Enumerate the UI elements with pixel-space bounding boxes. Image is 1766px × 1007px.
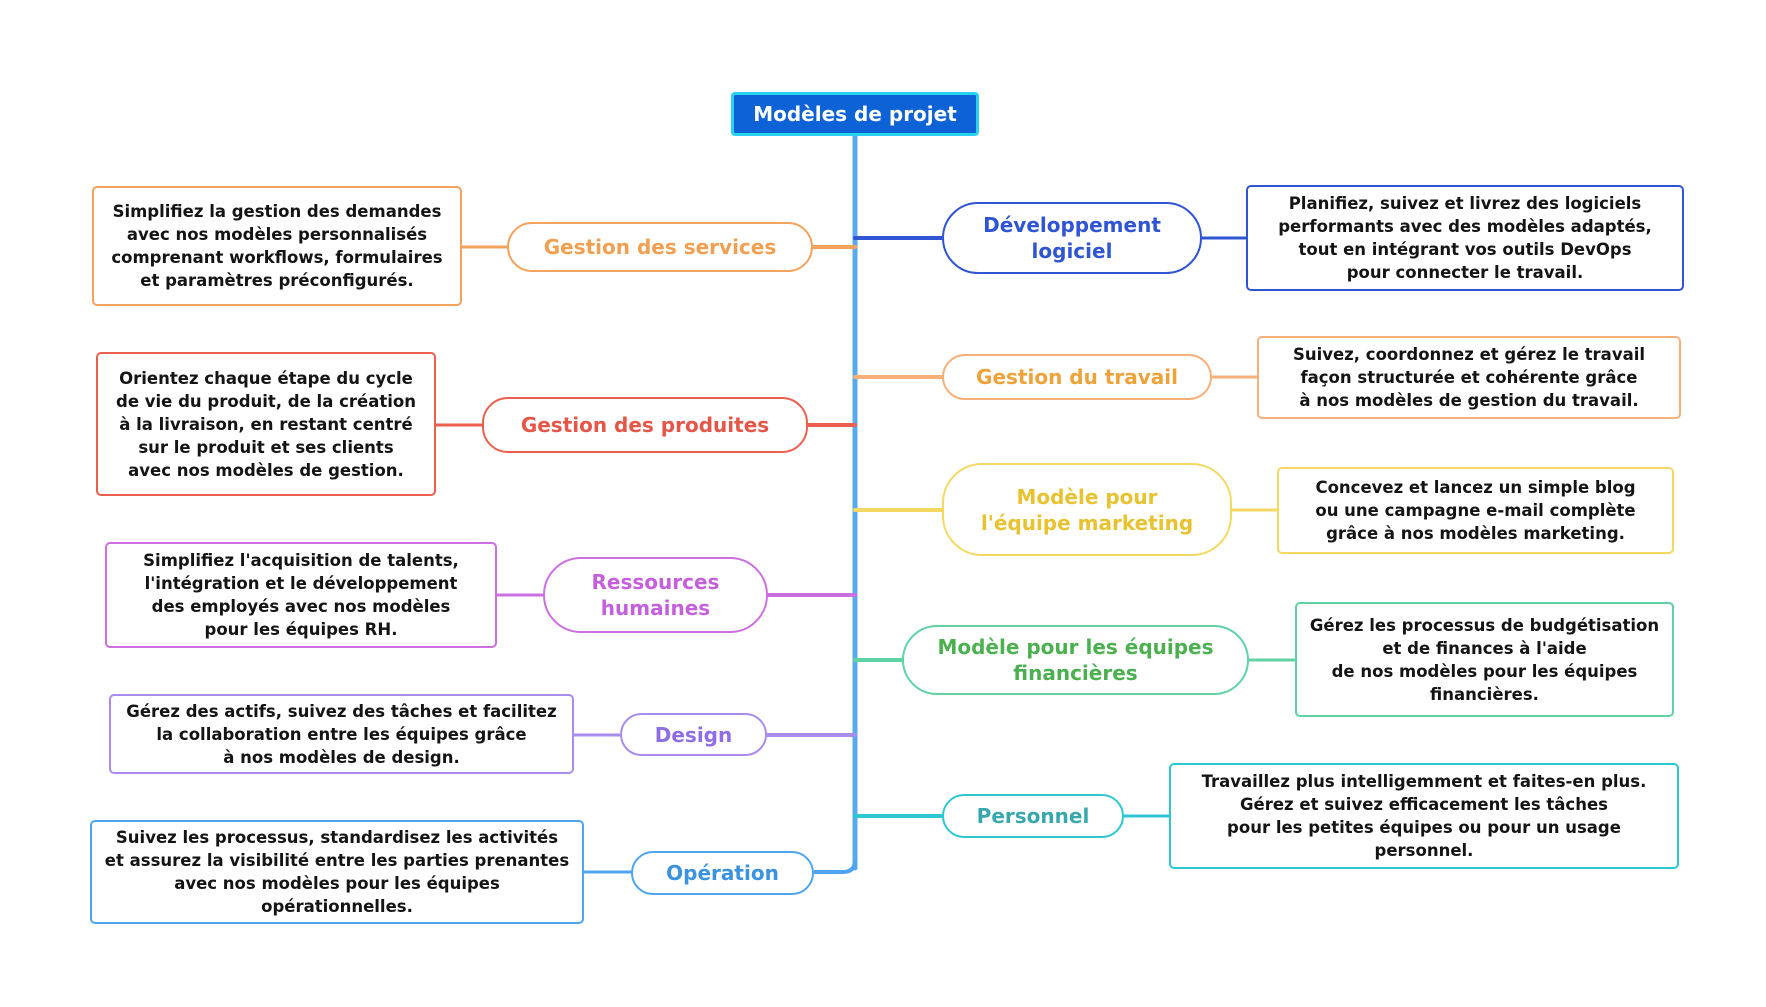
- topic-gestion-du-travail[interactable]: Gestion du travail: [942, 354, 1212, 400]
- topic-gestion-des-produites[interactable]: Gestion des produites: [482, 397, 808, 453]
- description-modele-equipes-financieres: Gérez les processus de budgétisation et …: [1295, 602, 1674, 717]
- topic-label: Opération: [666, 861, 779, 885]
- branch-connector-operation: [814, 859, 857, 874]
- topic-label: Ressources humaines: [591, 570, 720, 620]
- topic-label: Développement logiciel: [983, 213, 1161, 263]
- topic-label: Design: [654, 722, 733, 747]
- topic-personnel[interactable]: Personnel: [942, 794, 1124, 838]
- topic-modele-equipes-financieres[interactable]: Modèle pour les équipes financières: [902, 625, 1249, 695]
- description-gestion-du-travail: Suivez, coordonnez et gérez le travail f…: [1257, 336, 1681, 419]
- root-node[interactable]: Modèles de projet: [731, 92, 979, 136]
- topic-design[interactable]: Design: [620, 713, 767, 756]
- topic-operation[interactable]: Opération: [631, 851, 814, 895]
- description-gestion-des-services: Simplifiez la gestion des demandes avec …: [92, 186, 462, 306]
- description-ressources-humaines: Simplifiez l'acquisition de talents, l'i…: [105, 542, 497, 648]
- topic-label: Gestion des services: [543, 235, 777, 259]
- topic-ressources-humaines[interactable]: Ressources humaines: [543, 557, 768, 633]
- topic-label: Modèle pour les équipes financières: [937, 635, 1214, 685]
- topic-label: Modèle pour l'équipe marketing: [980, 484, 1194, 535]
- topic-label: Gestion du travail: [976, 365, 1178, 389]
- topic-developpement-logiciel[interactable]: Développement logiciel: [942, 202, 1202, 274]
- topic-label: Gestion des produites: [520, 413, 770, 437]
- description-personnel: Travaillez plus intelligemment et faites…: [1169, 763, 1679, 869]
- topic-modele-equipe-marketing[interactable]: Modèle pour l'équipe marketing: [942, 463, 1232, 556]
- topic-label: Personnel: [976, 804, 1090, 828]
- description-design: Gérez des actifs, suivez des tâches et f…: [109, 694, 574, 774]
- description-operation: Suivez les processus, standardisez les a…: [90, 820, 584, 924]
- description-gestion-des-produites: Orientez chaque étape du cycle de vie du…: [96, 352, 436, 496]
- description-developpement-logiciel: Planifiez, suivez et livrez des logiciel…: [1246, 185, 1684, 291]
- root-title: Modèles de projet: [753, 102, 957, 126]
- description-modele-equipe-marketing: Concevez et lancez un simple blog ou une…: [1277, 467, 1674, 554]
- topic-gestion-des-services[interactable]: Gestion des services: [507, 222, 813, 272]
